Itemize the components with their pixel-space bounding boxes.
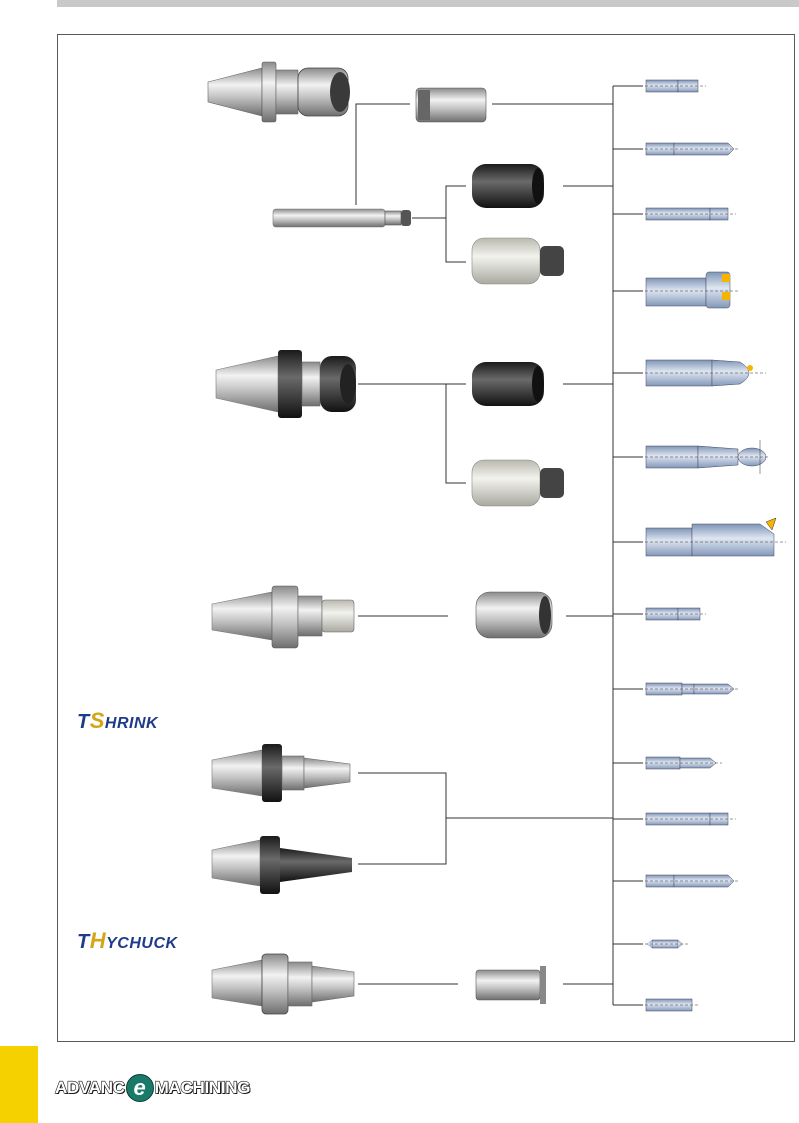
reduction-sleeve [416, 88, 486, 122]
tool-drill-3 [640, 875, 740, 887]
tool-boring-bar [640, 518, 786, 556]
tool-ball-nose-2 [640, 440, 770, 474]
precision-collet [476, 592, 552, 638]
tool-reamer-1 [640, 208, 736, 220]
tool-end-mill-1 [640, 80, 706, 92]
tool-drill-2 [640, 757, 722, 769]
brand-e-icon: e [126, 1074, 154, 1102]
brand-text-before: ADVANC [55, 1078, 125, 1098]
tool-end-mill-2 [640, 608, 706, 620]
sealed-collet-middle [472, 460, 564, 506]
er-collet-middle [472, 362, 544, 406]
holder-er-collet-chuck [216, 350, 356, 418]
holder-collet-chuck-slim [212, 586, 354, 648]
brand-logo: ADVANC e MACHINING [55, 1075, 250, 1101]
tool-face-mill [640, 272, 740, 308]
logo-tshrink: TSHRINK [77, 708, 158, 734]
tool-center-drill [640, 940, 690, 948]
brand-text-after: MACHINING [155, 1078, 251, 1098]
sealed-collet-upper [472, 238, 564, 284]
holder-hydraulic-chuck [212, 954, 354, 1014]
tool-drill-1 [640, 143, 740, 155]
tool-ball-nose-1 [640, 360, 766, 386]
tool-step-drill [640, 683, 740, 695]
logo-thychuck: THYCHUCK [77, 928, 178, 954]
hychuck-sleeve [476, 966, 546, 1004]
holder-extension-bar [273, 209, 411, 227]
tool-tap [640, 999, 700, 1011]
er-collet-upper [472, 164, 544, 208]
holder-hydraulic-top [208, 62, 350, 122]
holder-shrink-fit-slim [212, 836, 352, 894]
holder-shrink-fit-standard [212, 744, 350, 802]
tool-reamer-2 [640, 813, 736, 825]
